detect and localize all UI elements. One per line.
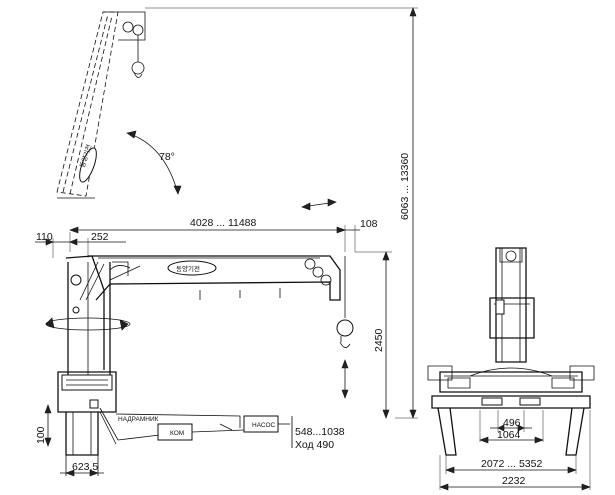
frame-label: НАДРАМНИК (118, 416, 159, 423)
hook-height-label: 2450 (373, 328, 385, 352)
hook-height-dimension: 2450 (355, 251, 392, 419)
angle-label: 78° (159, 151, 175, 163)
hydraulic-system: НАДРАМНИК КОМ НАСОС (99, 407, 293, 448)
height-dimension: 6063 ... 13360 (145, 7, 418, 419)
crane-rear-view (427, 247, 595, 456)
raised-boom: 동양기전 (56, 11, 146, 199)
left-offset-label: 110 (36, 231, 53, 243)
total-width-label: 2232 (502, 475, 526, 487)
angle-indicator: 78° (126, 130, 182, 195)
boom-logo: 동양기전 (176, 264, 200, 273)
stroke-label: Ход 490 (295, 439, 334, 451)
inner-width-label: 496 (503, 417, 521, 429)
slew-arrow (301, 198, 337, 211)
max-height-label: 6063 ... 13360 (399, 153, 411, 220)
boom-reach-label: 4028 ... 11488 (190, 217, 257, 229)
column-offset-label: 252 (91, 231, 109, 243)
pump-label: НАСОС (252, 422, 275, 429)
tip-offset-label: 108 (360, 218, 378, 230)
base-dimensions: 100 623,5 (35, 404, 104, 477)
boom-logo-badge (167, 260, 217, 276)
crane-side-view: 동양기전 (45, 255, 354, 456)
stroke-range-label: 548...1038 (295, 426, 345, 438)
pto-label: КОМ (170, 430, 184, 437)
base-height-label: 100 (35, 426, 47, 444)
rear-dimensions: 496 1064 2072 ... 5352 2232 (439, 410, 591, 491)
top-dimensions: 4028 ... 11488 108 110 252 (35, 217, 378, 258)
stroke-text: 548...1038 Ход 490 (291, 418, 345, 451)
outrigger-range-label: 2072 ... 5352 (481, 458, 542, 470)
base-width-label: 623,5 (72, 461, 98, 473)
mid-width-label: 1064 (497, 429, 521, 441)
